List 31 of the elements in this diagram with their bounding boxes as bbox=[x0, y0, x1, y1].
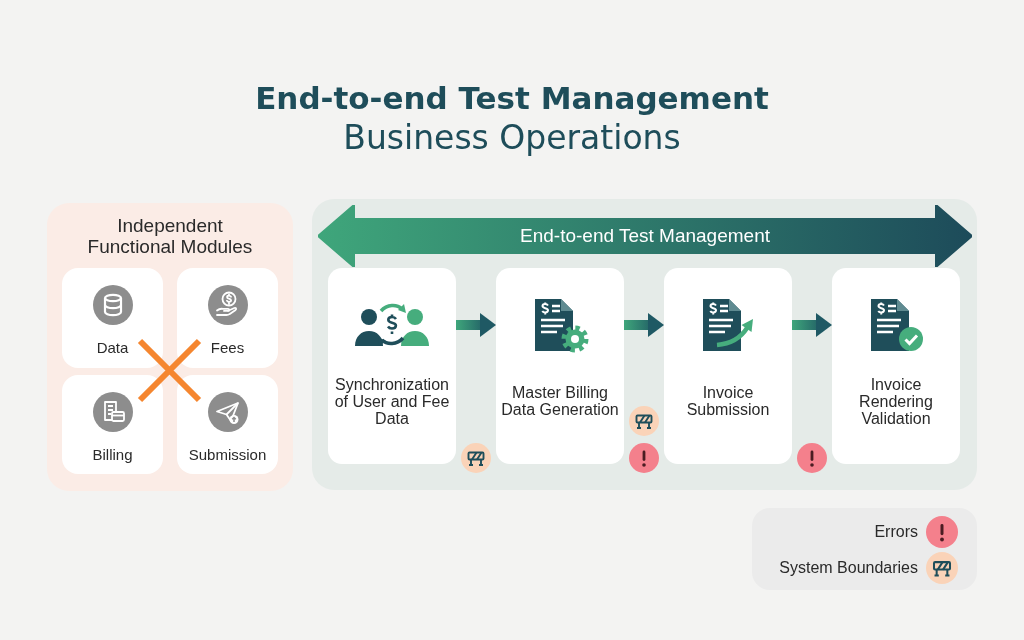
stage-card bbox=[832, 268, 960, 464]
stage-card bbox=[328, 268, 456, 464]
module-card bbox=[62, 375, 163, 474]
stage-label: Synchronization of User and Fee Data bbox=[333, 375, 451, 427]
stage-label: Invoice Rendering Validation bbox=[858, 375, 934, 427]
stage-card bbox=[496, 268, 624, 464]
legend-label: System Boundaries bbox=[779, 559, 918, 577]
arrow bbox=[456, 313, 496, 337]
module-card bbox=[177, 268, 278, 368]
stage-card bbox=[664, 268, 792, 464]
module-label: Data bbox=[96, 339, 129, 357]
process-panel bbox=[312, 199, 977, 490]
module-label: Billing bbox=[92, 446, 133, 464]
exclamation-icon bbox=[797, 443, 827, 473]
module-card bbox=[62, 268, 163, 368]
panel-heading: Independent Functional Modules bbox=[86, 215, 254, 257]
stage-label: Master Billing Data Generation bbox=[500, 384, 620, 418]
arrow bbox=[624, 313, 664, 337]
barrier-icon bbox=[461, 443, 491, 473]
arrow bbox=[792, 313, 832, 337]
module-label: Submission bbox=[188, 446, 267, 464]
stage-label: Invoice Submission bbox=[685, 384, 771, 418]
title-heading: End-to-end Test Management Business Operations bbox=[255, 79, 769, 158]
module-label: Fees bbox=[210, 339, 245, 357]
module-card bbox=[177, 375, 278, 474]
double-arrow-banner bbox=[318, 205, 972, 267]
exclamation-icon bbox=[629, 443, 659, 473]
banner-label: End-to-end Test Management bbox=[520, 225, 770, 247]
barrier-icon bbox=[629, 406, 659, 436]
legend-label: Errors bbox=[874, 523, 918, 541]
modules-panel bbox=[47, 203, 293, 491]
